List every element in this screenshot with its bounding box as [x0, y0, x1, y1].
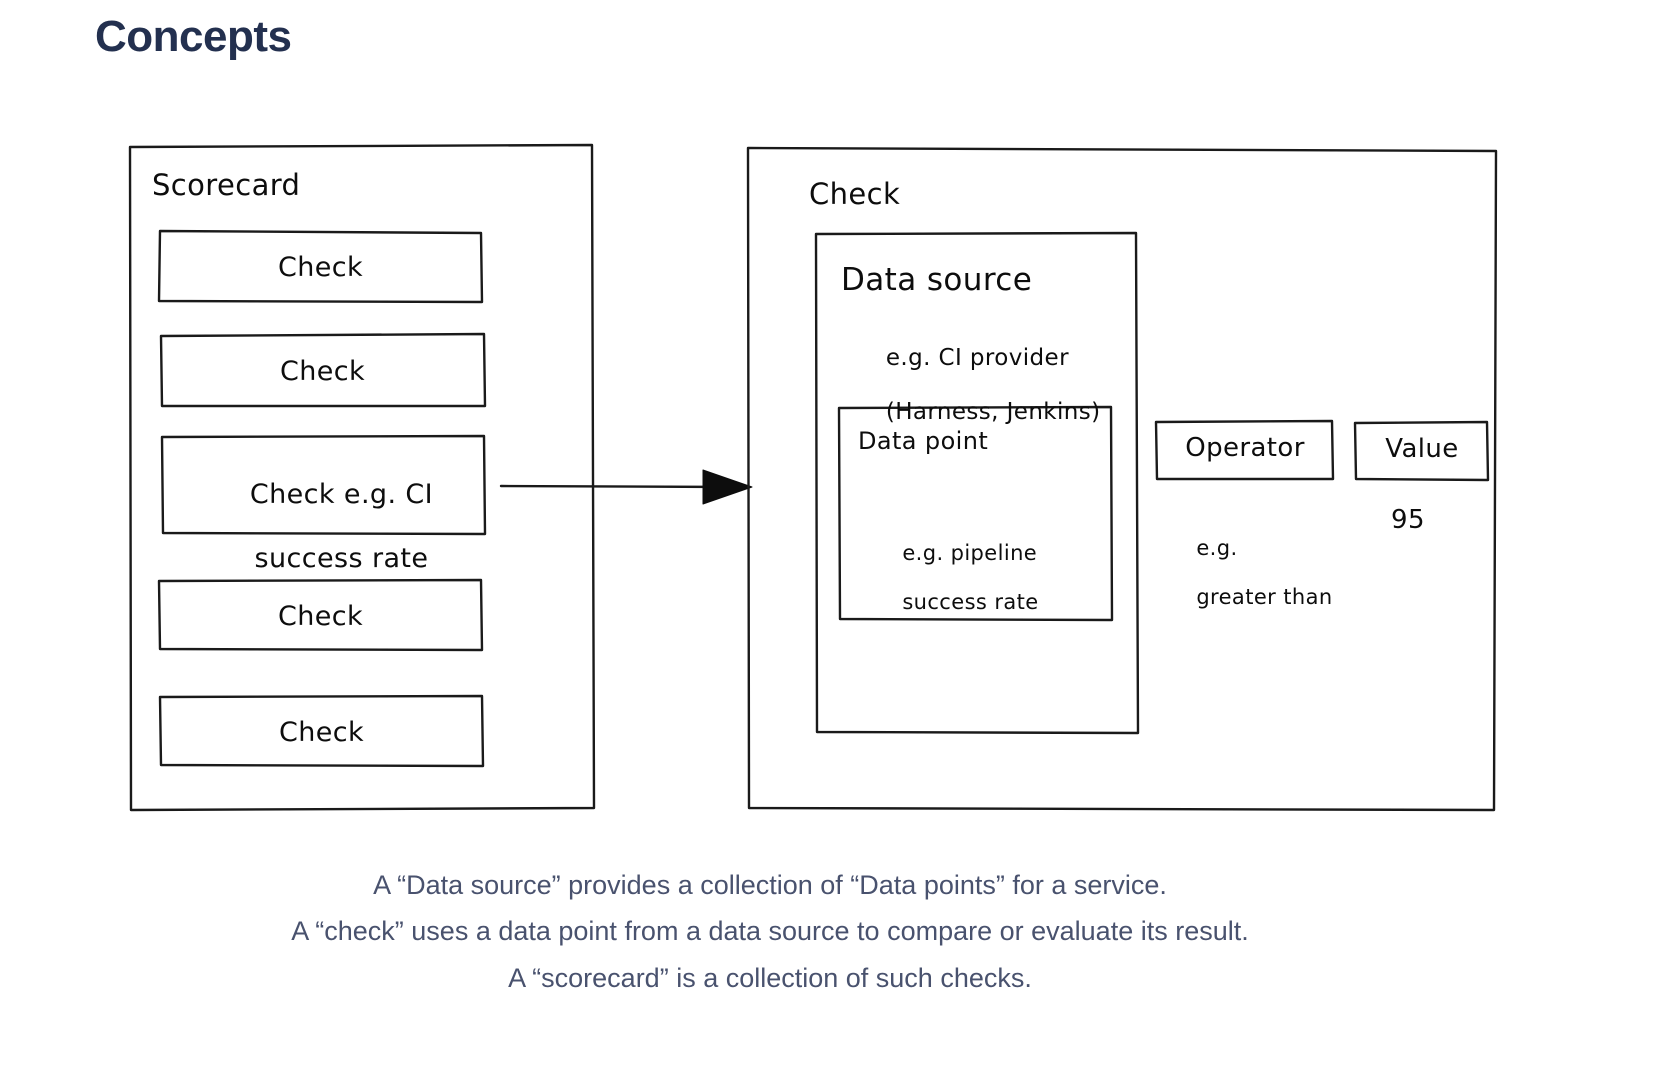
data-source-example-line2: (Harness, Jenkins): [885, 399, 1101, 426]
data-source-outline: [814, 231, 1140, 735]
check-detail-label: Check: [809, 177, 901, 211]
data-point-outline: [837, 405, 1114, 622]
data-source-label: Data source: [841, 262, 1033, 298]
operator-example: e.g. greater than: [1168, 511, 1333, 635]
caption: A “Data source” provides a collection of…: [0, 862, 1540, 1001]
page-title: Concepts: [95, 12, 292, 61]
data-point-example-line2: success rate: [902, 590, 1039, 615]
value-outline: [1353, 420, 1490, 482]
data-point-example-line1: e.g. pipeline: [902, 540, 1038, 565]
scorecard-check-5-label[interactable]: Check: [278, 717, 365, 748]
caption-line-3: A “scorecard” is a collection of such ch…: [508, 962, 1032, 993]
scorecard-check-3-label[interactable]: Check e.g. CI success rate: [162, 447, 485, 606]
scorecard-check-5-outline: [158, 694, 485, 768]
operator-example-line2: greater than: [1196, 585, 1333, 610]
scorecard-container-outline: [128, 143, 596, 812]
scorecard-check-4-outline: [157, 578, 484, 652]
caption-line-2: A “check” uses a data point from a data …: [291, 916, 1249, 947]
caption-line-1: A “Data source” provides a collection of…: [373, 870, 1167, 900]
scorecard-label: Scorecard: [152, 168, 301, 202]
data-point-example: e.g. pipeline success rate: [874, 516, 1039, 640]
connector-arrowhead: [702, 469, 753, 505]
scorecard-check-1-label[interactable]: Check: [277, 252, 364, 283]
value-label: Value: [1385, 434, 1459, 464]
data-source-example: e.g. CI provider (Harness, Jenkins): [855, 318, 1101, 454]
scorecard-check-4-label[interactable]: Check: [277, 601, 364, 632]
operator-outline: [1154, 419, 1335, 481]
scorecard-check-1-outline: [157, 229, 484, 304]
data-source-example-line1: e.g. CI provider: [885, 345, 1069, 372]
operator-label: Operator: [1185, 433, 1305, 463]
scorecard-check-2-label[interactable]: Check: [279, 356, 366, 387]
scorecard-check-2-outline: [159, 332, 487, 408]
scorecard-check-3-label-line1: Check e.g. CI: [249, 478, 434, 510]
check-container-outline: [746, 146, 1498, 812]
scorecard-check-3-label-line2: success rate: [254, 542, 429, 574]
data-point-label: Data point: [858, 427, 989, 455]
value-example: 95: [1391, 505, 1425, 535]
connector-arrow-line: [499, 484, 735, 489]
scorecard-check-3-outline: [160, 434, 487, 536]
operator-example-line1: e.g.: [1196, 535, 1238, 560]
